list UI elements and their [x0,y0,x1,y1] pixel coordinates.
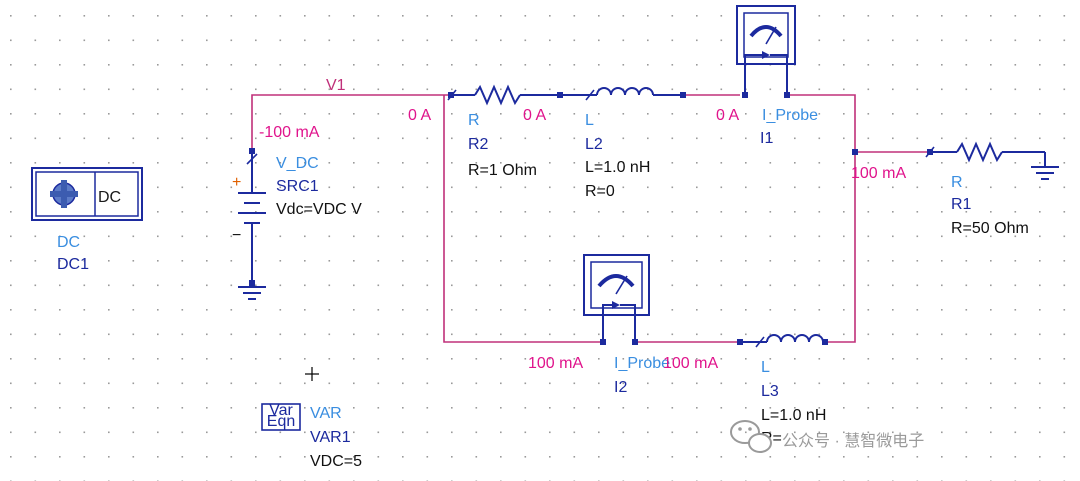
crosshair-cursor-icon [305,367,319,381]
vdc-source[interactable] [238,151,266,283]
source-value: Vdc=VDC V [276,201,362,218]
r1-current: 100 mA [851,165,906,182]
source-minus-sign: − [232,227,241,244]
dc-type-label: DC [57,234,80,251]
l2-type-label: L [585,112,594,129]
watermark-text: 公众号 · 慧智微电子 [782,432,924,450]
source-instance-name: SRC1 [276,178,319,195]
current-probe-i1[interactable] [736,5,796,95]
var-instance-name: VAR1 [310,429,351,446]
r2-current-right: 0 A [523,107,546,124]
grid-dots [10,15,1066,481]
r2-value: R=1 Ohm [468,162,537,179]
var-type-label: VAR [310,405,342,422]
probe2-current-right: 100 mA [663,355,718,372]
r1-instance-name: R1 [951,196,972,213]
probe2-type-label: I_Probe [614,355,670,372]
wires [251,94,930,343]
l2-value-l: L=1.0 nH [585,159,650,176]
inductor-l2[interactable] [560,87,683,101]
source-type-label: V_DC [276,155,319,172]
probe1-instance-name: I1 [760,130,773,147]
dc-sim-gear-icon [50,180,78,208]
watermark: 公众号 · 慧智微电子 [730,420,924,453]
dc-instance-name: DC1 [57,256,89,273]
r2-type-label: R [468,112,480,129]
var-icon-line1: Var [269,402,293,419]
resistor-r1[interactable] [925,141,1045,163]
probe1-type-label: I_Probe [762,107,818,124]
var-eqn-block[interactable]: Var Eqn [261,402,301,431]
dc-icon-text: DC [98,189,121,206]
r1-value: R=50 Ohm [951,220,1029,237]
ammeter-icon [749,25,783,45]
l2-value-r: R=0 [585,183,615,200]
dc-simulation-block[interactable]: DC [31,167,143,221]
r2-instance-name: R2 [468,136,489,153]
l2-instance-name: L2 [585,136,603,153]
r2-current-left: 0 A [408,107,431,124]
ammeter-icon [597,274,635,295]
probe2-instance-name: I2 [614,379,627,396]
var-icon-line2: Eqn [267,413,295,430]
l3-type-label: L [761,359,770,376]
var-value: VDC=5 [310,453,362,470]
probe2-current-left: 100 mA [528,355,583,372]
resistor-r2[interactable] [447,84,560,106]
net-label-v1[interactable]: V1 [326,77,346,94]
l3-instance-name: L3 [761,383,779,400]
l2-current: 0 A [716,107,739,124]
inductor-l3[interactable] [740,334,825,348]
l3-value-l: L=1.0 nH [761,407,826,424]
ground-icon [1031,152,1059,180]
r1-type-label: R [951,174,963,191]
wechat-logo-icon [730,420,772,453]
source-current-label: -100 mA [259,124,320,141]
connection-nodes [249,92,933,345]
current-probe-i2[interactable] [583,254,650,342]
source-plus-sign: + [232,174,241,191]
